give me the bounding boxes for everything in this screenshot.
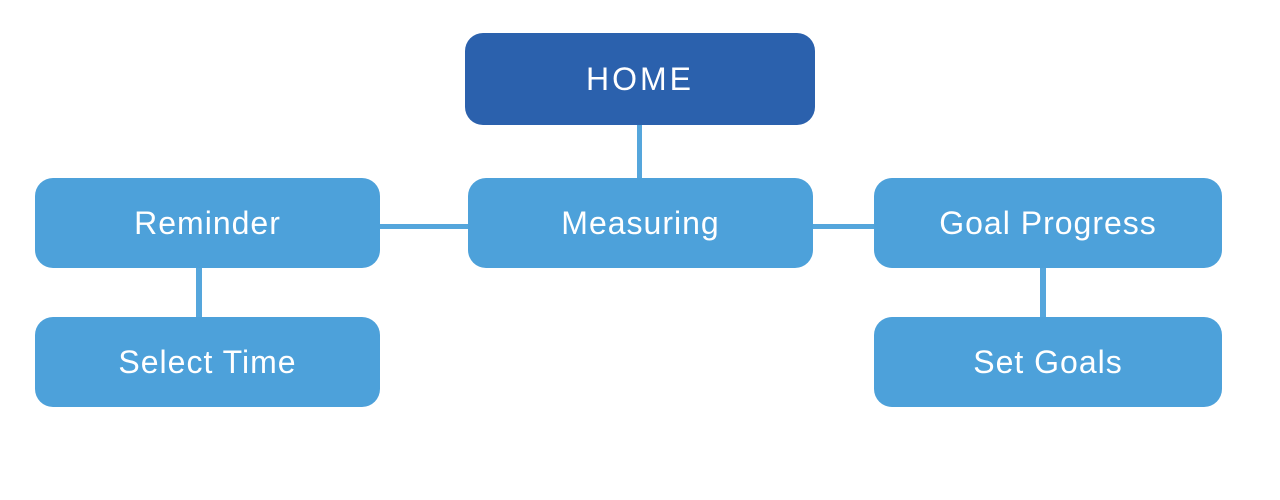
connector-goal-progress-set-goals (1040, 268, 1046, 317)
node-set-goals-label: Set Goals (973, 343, 1123, 380)
node-goal-progress-label: Goal Progress (939, 204, 1157, 241)
node-set-goals: Set Goals (874, 317, 1222, 407)
node-home-label: HOME (586, 60, 694, 97)
node-home: HOME (465, 33, 815, 125)
connector-reminder-select-time (196, 268, 202, 317)
node-measuring: Measuring (468, 178, 813, 268)
node-goal-progress: Goal Progress (874, 178, 1222, 268)
node-measuring-label: Measuring (561, 204, 720, 241)
connector-measuring-goal-progress (813, 224, 874, 229)
node-reminder-label: Reminder (134, 204, 281, 241)
node-reminder: Reminder (35, 178, 380, 268)
node-select-time: Select Time (35, 317, 380, 407)
node-select-time-label: Select Time (118, 343, 297, 380)
connector-home-measuring (637, 125, 642, 178)
connector-reminder-measuring (380, 224, 468, 229)
